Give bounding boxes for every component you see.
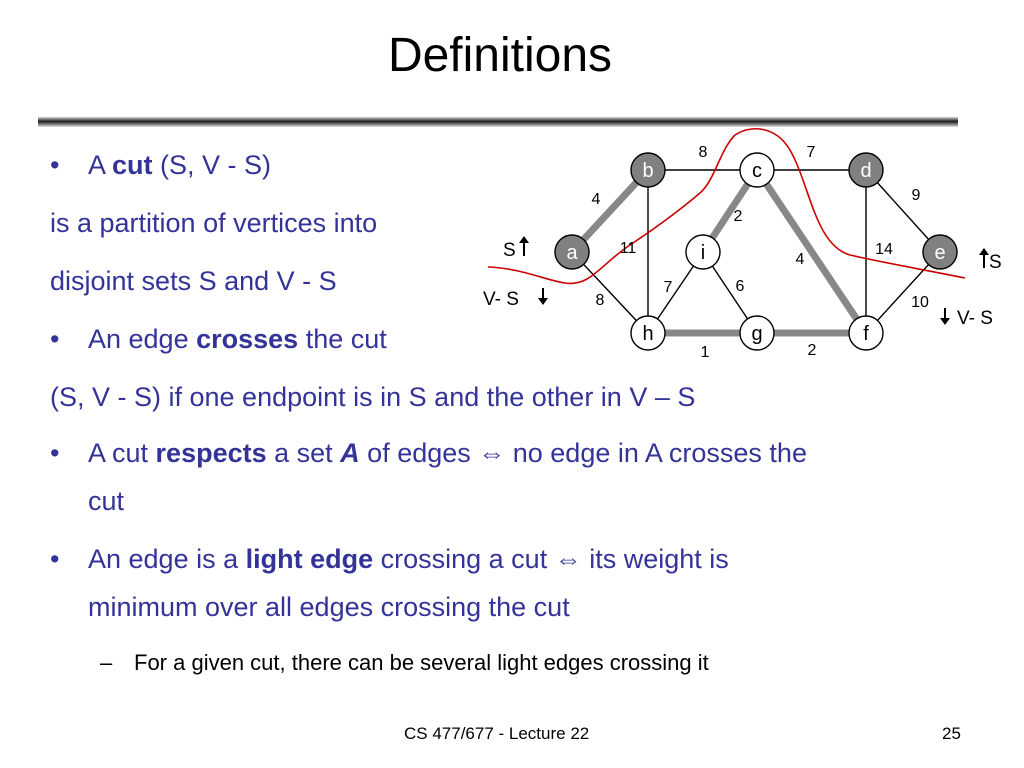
node-label-e: e (934, 242, 945, 264)
text-run: An edge is a (88, 544, 246, 574)
edge-weight-h-g: 1 (701, 344, 710, 361)
edge-weight-e-f: 10 (911, 294, 929, 311)
term-light-edge: light edge (245, 544, 374, 574)
text-run: crossing a cut ⇔ its weight is (373, 544, 729, 574)
vs-right-label: V- S (957, 308, 993, 329)
edge-d-e (865, 169, 941, 253)
bullet-marker: • (50, 324, 60, 354)
text-run: An edge (88, 324, 197, 354)
edge-a-b (569, 167, 651, 255)
edge-weight-c-i: 2 (734, 208, 743, 225)
node-e (922, 234, 958, 270)
bullet-light-edge-definition: An edge is a light edge crossing a cut ⇔… (88, 544, 729, 575)
node-label-i: i (701, 242, 705, 264)
slide-number: 25 (942, 724, 961, 743)
node-label-h: h (642, 323, 653, 345)
crosses-definition-line-2: (S, V - S) if one endpoint is in S and t… (50, 382, 696, 412)
edge-weight-d-e: 9 (912, 187, 921, 204)
node-a (554, 234, 590, 270)
node-label-b: b (642, 160, 653, 182)
arrow-down-left-head (538, 298, 548, 305)
cut-definition-line-3: disjoint sets S and V - S (50, 266, 337, 296)
cut-curve (487, 128, 966, 285)
node-i (685, 234, 721, 270)
edge-weight-c-f: 4 (796, 251, 805, 268)
term-respects: respects (155, 438, 267, 468)
edge-weights: 4 8 7 9 11 8 2 4 14 10 7 6 1 2 (592, 144, 929, 361)
edge-weight-a-b: 4 (592, 191, 601, 208)
bullet-cut-definition: A cut (S, V - S) (88, 150, 271, 181)
edge-weight-g-f: 2 (808, 342, 817, 359)
s-right-label: S (989, 252, 1002, 273)
text-run: A cut (88, 438, 156, 468)
bullet-marker: • (50, 438, 60, 468)
node-c (739, 152, 775, 188)
vs-left-label: V- S (483, 289, 519, 310)
text-run: of edges ⇔ no edge in A crosses the (359, 438, 807, 468)
arrow-up-left-head (519, 236, 529, 243)
sub-bullet-marker: – (100, 650, 113, 675)
node-d (848, 152, 884, 188)
cut-definition-line-2: is a partition of vertices into (50, 208, 378, 238)
edge-e-f (865, 251, 941, 334)
edge-weight-i-g: 6 (736, 278, 745, 295)
arrow-up-right-head (979, 248, 989, 255)
term-crosses: crosses (196, 324, 299, 354)
node-f (848, 315, 884, 351)
bullet-respects-definition: A cut respects a set A of edges ⇔ no edg… (88, 438, 807, 469)
arrow-down-right-head (940, 318, 950, 325)
node-b (630, 152, 666, 188)
edge-weight-b-h: 11 (620, 240, 637, 257)
node-label-d: d (860, 160, 871, 182)
title-divider (38, 117, 958, 127)
edge-weight-c-d: 7 (807, 144, 816, 161)
light-edge-definition-line-2: minimum over all edges crossing the cut (88, 592, 570, 622)
graph-nodes: a b c d e f g h i (554, 152, 958, 351)
node-label-g: g (751, 323, 762, 345)
text-run: (S, V - S) (152, 150, 272, 180)
set-a-symbol: A (340, 438, 360, 468)
bullet-crosses-definition: An edge crosses the cut (88, 324, 387, 355)
edge-weight-b-c: 8 (699, 144, 708, 161)
slide-title: Definitions (387, 29, 613, 82)
text-run: a set (266, 438, 341, 468)
node-label-c: c (752, 160, 762, 182)
node-label-a: a (566, 242, 578, 264)
sub-bullet-light-edges: For a given cut, there can be several li… (134, 650, 709, 675)
text-run: the cut (298, 324, 387, 354)
edge-weight-i-h: 7 (664, 279, 673, 296)
s-left-label: S (503, 240, 516, 261)
bullet-marker: • (50, 150, 60, 180)
node-h (630, 315, 666, 351)
term-cut: cut (112, 150, 153, 180)
edge-a-h (571, 251, 649, 334)
node-label-f: f (863, 323, 869, 345)
edge-weight-a-h: 8 (596, 292, 605, 309)
respects-definition-line-2: cut (88, 486, 125, 516)
bullet-marker: • (50, 544, 60, 574)
footer-course: CS 477/677 - Lecture 22 (404, 724, 590, 743)
text-run: A (88, 150, 113, 180)
node-g (739, 315, 775, 351)
edge-c-f (754, 168, 869, 335)
edge-weight-d-f: 14 (875, 241, 893, 258)
